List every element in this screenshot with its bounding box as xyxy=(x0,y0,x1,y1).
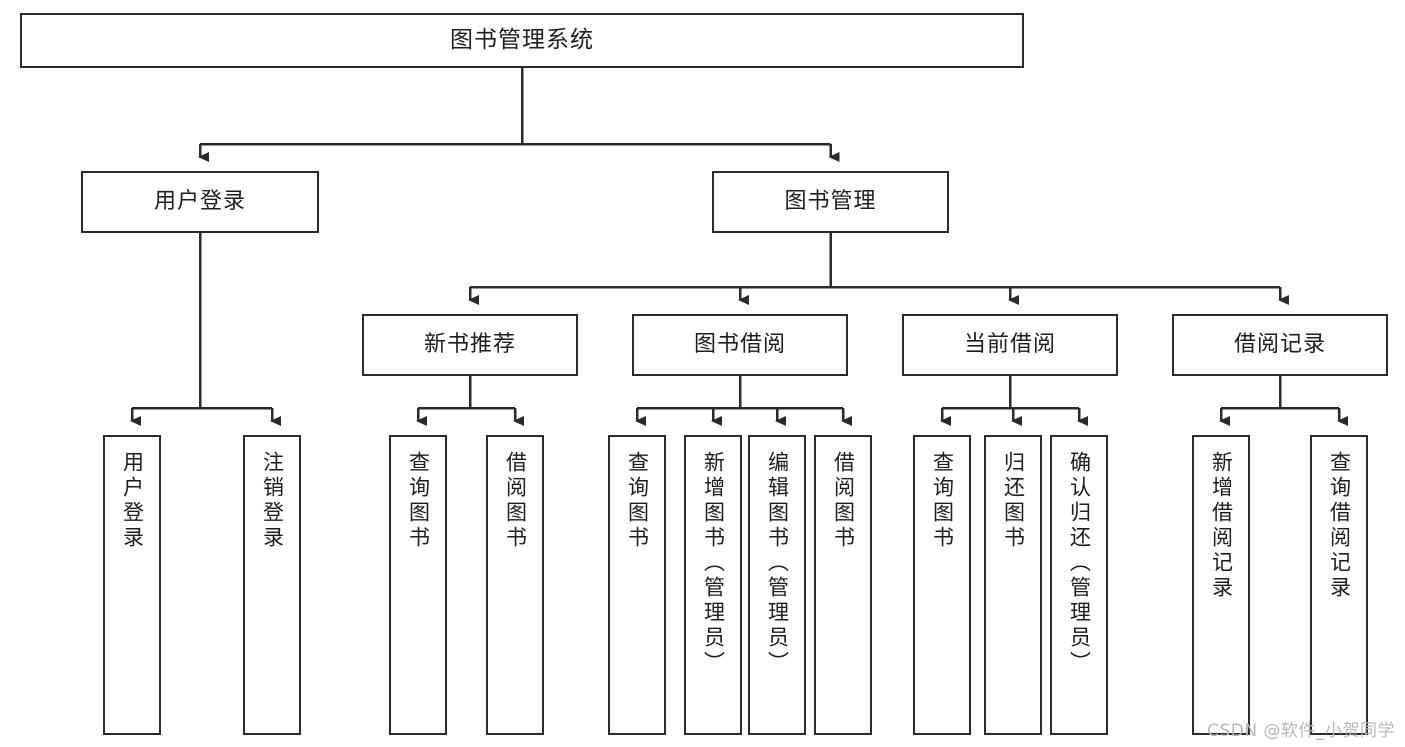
node-new-book-recommend-label: 新书推荐 xyxy=(423,332,516,358)
node-current-borrow-label: 当前借阅 xyxy=(963,332,1056,358)
node-leaf-current-query-book-label: 查询图书 xyxy=(930,451,955,551)
node-leaf-edit-book-admin-label: 编辑图书（管理员） xyxy=(765,451,790,676)
node-leaf-confirm-return-admin-label: 确认归还（管理员） xyxy=(1067,451,1092,676)
node-leaf-confirm-return-admin[interactable]: 确认归还（管理员） xyxy=(1050,435,1108,735)
node-root[interactable]: 图书管理系统 xyxy=(20,13,1024,68)
node-leaf-add-book-admin[interactable]: 新增图书（管理员） xyxy=(684,435,742,735)
node-leaf-new-borrow-book[interactable]: 借阅图书 xyxy=(486,435,544,735)
node-leaf-new-query-book-label: 查询图书 xyxy=(406,451,431,551)
node-book-borrow-label: 图书借阅 xyxy=(693,332,786,358)
node-leaf-query-borrow-record[interactable]: 查询借阅记录 xyxy=(1310,435,1368,735)
node-user-login[interactable]: 用户登录 xyxy=(81,171,319,233)
node-borrow-records[interactable]: 借阅记录 xyxy=(1172,314,1388,376)
node-leaf-add-borrow-record-label: 新增借阅记录 xyxy=(1209,451,1234,601)
node-leaf-current-query-book[interactable]: 查询图书 xyxy=(913,435,971,735)
node-leaf-add-book-admin-label: 新增图书（管理员） xyxy=(701,451,726,676)
node-leaf-logout-label: 注销登录 xyxy=(260,451,285,551)
watermark: CSDN @软件_小贺同学 xyxy=(1207,721,1395,741)
node-leaf-query-borrow-record-label: 查询借阅记录 xyxy=(1327,451,1352,601)
node-leaf-logout[interactable]: 注销登录 xyxy=(243,435,301,735)
node-leaf-borrow-book-label: 借阅图书 xyxy=(831,451,856,551)
node-leaf-borrow-book[interactable]: 借阅图书 xyxy=(814,435,872,735)
node-book-borrow[interactable]: 图书借阅 xyxy=(632,314,848,376)
node-leaf-borrow-query-book[interactable]: 查询图书 xyxy=(608,435,666,735)
node-leaf-new-borrow-book-label: 借阅图书 xyxy=(503,451,528,551)
node-leaf-return-book[interactable]: 归还图书 xyxy=(984,435,1042,735)
node-leaf-add-borrow-record[interactable]: 新增借阅记录 xyxy=(1192,435,1250,735)
node-user-login-label: 用户登录 xyxy=(153,189,246,215)
node-leaf-return-book-label: 归还图书 xyxy=(1001,451,1026,551)
node-leaf-edit-book-admin[interactable]: 编辑图书（管理员） xyxy=(748,435,806,735)
node-current-borrow[interactable]: 当前借阅 xyxy=(902,314,1118,376)
node-borrow-records-label: 借阅记录 xyxy=(1233,332,1326,358)
node-leaf-borrow-query-book-label: 查询图书 xyxy=(625,451,650,551)
node-leaf-user-login[interactable]: 用户登录 xyxy=(103,435,161,735)
node-book-management-label: 图书管理 xyxy=(784,189,877,215)
node-root-label: 图书管理系统 xyxy=(450,27,594,54)
node-leaf-user-login-label: 用户登录 xyxy=(120,451,145,551)
node-new-book-recommend[interactable]: 新书推荐 xyxy=(362,314,578,376)
node-book-management[interactable]: 图书管理 xyxy=(712,171,949,233)
node-leaf-new-query-book[interactable]: 查询图书 xyxy=(389,435,447,735)
